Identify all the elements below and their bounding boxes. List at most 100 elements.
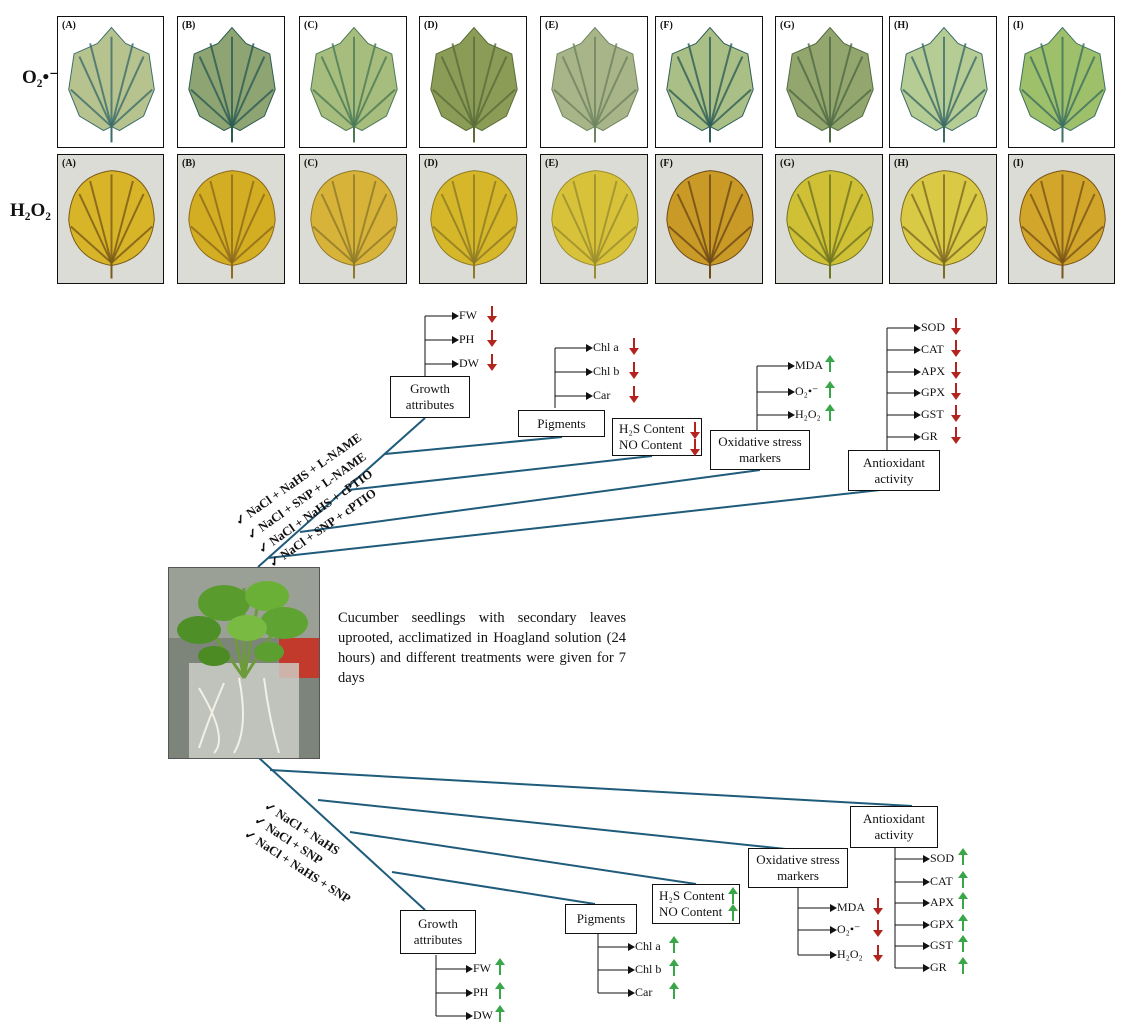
- superoxide-leaf-panel-8: (H): [889, 16, 997, 148]
- bottom-antioxidant-box: Antioxidant activity: [850, 806, 938, 848]
- row-label-superoxide: O₂•⁻: [22, 67, 60, 88]
- item-label: SOD: [930, 851, 955, 865]
- item-label: APX: [921, 364, 946, 378]
- top-no-content: NO Content: [619, 437, 683, 452]
- bottom-growth-item: FW: [473, 961, 491, 975]
- top-content-box: H₂S Content NO Content: [612, 418, 702, 456]
- bottom-h2s-content: H₂S Content: [659, 888, 725, 903]
- top-growth-title: Growth attributes: [405, 381, 455, 412]
- item-label: DW: [459, 356, 479, 370]
- top-pigments-box: Pigments: [518, 410, 605, 437]
- outcome-arrowheads: [452, 312, 930, 1020]
- panel-label: (F): [660, 158, 673, 169]
- branch-to-content-bottom: [349, 831, 697, 885]
- top-antioxidant-item: APX: [921, 364, 945, 378]
- item-label: SOD: [921, 320, 946, 334]
- up-arrow-icon: [958, 914, 968, 932]
- item-label: Chl b: [635, 962, 662, 976]
- h2o2-leaf-panel-5: (E): [540, 154, 648, 284]
- h2o2-leaf-panel-9: (I): [1008, 154, 1115, 284]
- h2o2-leaf-panel-7: (G): [775, 154, 883, 284]
- item-label: H₂O₂: [795, 407, 821, 421]
- bottom-pigments-box: Pigments: [565, 904, 637, 934]
- up-arrow-icon: [825, 355, 835, 373]
- up-arrow-icon: [495, 958, 505, 976]
- panel-label: (B): [182, 20, 196, 31]
- item-label: O₂•⁻: [837, 922, 861, 936]
- top-pigments-title: Pigments: [537, 415, 586, 431]
- bottom-oxidative-title: Oxidative stress markers: [756, 852, 840, 883]
- superoxide-leaf-panel-7: (G): [775, 16, 883, 148]
- panel-label: (I): [1013, 20, 1024, 31]
- top-h2s-content: H₂S Content: [619, 421, 685, 436]
- top-antioxidant-item: GST: [921, 407, 944, 421]
- down-arrow-icon: [873, 897, 883, 916]
- top-oxidative-title: Oxidative stress markers: [718, 434, 802, 465]
- top-antioxidant-item: SOD: [921, 320, 945, 334]
- top-oxidative-box: Oxidative stress markers: [710, 430, 810, 470]
- superoxide-leaf-panel-4: (D): [419, 16, 527, 148]
- up-arrow-icon: [958, 935, 968, 953]
- panel-label: (E): [545, 20, 559, 31]
- top-pigments-item: Chl b: [593, 364, 619, 378]
- superoxide-leaf-panel-5: (E): [540, 16, 648, 148]
- item-label: Car: [593, 388, 611, 402]
- down-arrow-icon: [487, 329, 497, 348]
- bottom-antioxidant-item: SOD: [930, 851, 954, 865]
- top-growth-box: Growth attributes: [390, 376, 470, 418]
- item-label: Chl b: [593, 364, 620, 378]
- bottom-oxidative-item: H₂O₂: [837, 947, 863, 961]
- panel-label: (C): [304, 20, 318, 31]
- top-branches: [257, 417, 913, 911]
- superoxide-leaf-panel-2: (B): [177, 16, 285, 148]
- panel-label: (H): [894, 158, 909, 169]
- bottom-pigments-item: Chl a: [635, 939, 661, 953]
- item-label: PH: [459, 332, 475, 346]
- up-arrow-icon: [728, 887, 738, 905]
- item-label: Car: [635, 985, 653, 999]
- h2o2-leaf-panel-1: (A): [57, 154, 164, 284]
- branch-to-pigments-bottom: [391, 871, 596, 905]
- h2o2-leaf-panel-6: (F): [655, 154, 763, 284]
- top-growth-item: DW: [459, 356, 479, 370]
- up-arrow-icon: [958, 848, 968, 866]
- h2o2-leaf-panel-2: (B): [177, 154, 285, 284]
- down-arrow-icon: [690, 421, 700, 440]
- branch-to-content-top: [347, 455, 653, 491]
- bottom-pigments-title: Pigments: [576, 911, 626, 926]
- up-arrow-icon: [669, 936, 679, 954]
- item-label: CAT: [921, 342, 944, 356]
- panel-label: (E): [545, 158, 559, 169]
- superoxide-leaf-panel-9: (I): [1008, 16, 1115, 148]
- top-growth-item: PH: [459, 332, 474, 346]
- seedling-photo: [168, 567, 320, 759]
- item-label: GR: [930, 960, 947, 974]
- panel-label: (D): [424, 158, 438, 169]
- up-arrow-icon: [495, 982, 505, 1000]
- down-arrow-icon: [873, 944, 883, 963]
- item-label: O₂•⁻: [795, 384, 819, 398]
- item-label: APX: [930, 895, 955, 909]
- down-arrow-icon: [951, 339, 961, 358]
- item-label: DW: [473, 1008, 493, 1022]
- item-label: Chl a: [593, 340, 619, 354]
- item-label: FW: [473, 961, 491, 975]
- item-label: GR: [921, 429, 938, 443]
- branch-to-oxidative-top: [299, 469, 761, 533]
- item-label: GST: [930, 938, 953, 952]
- top-antioxidant-item: GR: [921, 429, 938, 443]
- row-label-hydrogen-peroxide: H₂O₂: [10, 200, 51, 221]
- bottom-pigments-item: Chl b: [635, 962, 661, 976]
- panel-label: (B): [182, 158, 196, 169]
- branch-to-oxidative-bottom: [317, 799, 796, 851]
- top-pigments-item: Chl a: [593, 340, 619, 354]
- down-arrow-icon: [629, 385, 639, 404]
- up-arrow-icon: [958, 871, 968, 889]
- panel-label: (G): [780, 20, 795, 31]
- up-arrow-icon: [958, 957, 968, 975]
- panel-label: (C): [304, 158, 318, 169]
- outcome-tree-lines: [424, 315, 923, 1017]
- top-oxidative-item: H₂O₂: [795, 407, 821, 421]
- down-arrow-icon: [487, 353, 497, 372]
